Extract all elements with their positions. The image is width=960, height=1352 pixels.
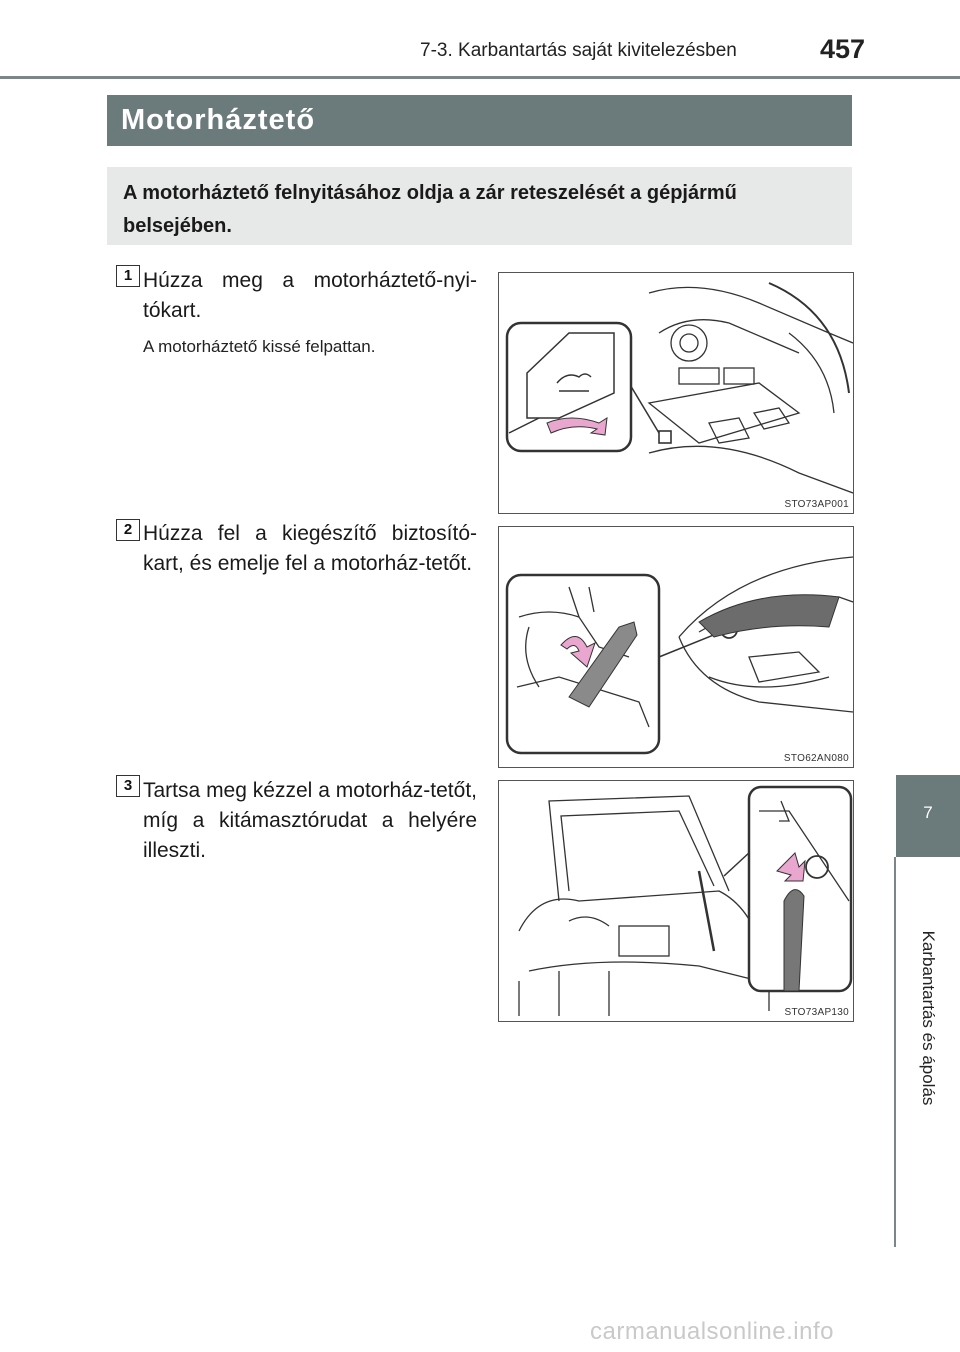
figure-code: STO73AP001 bbox=[784, 499, 849, 510]
chapter-number: 7 bbox=[923, 803, 933, 822]
step-number-badge: 2 bbox=[116, 519, 140, 541]
figure-code: STO73AP130 bbox=[784, 1007, 849, 1018]
step-number-badge: 3 bbox=[116, 775, 140, 797]
figure-code: STO62AN080 bbox=[783, 753, 849, 764]
support-rod-illustration bbox=[518, 785, 853, 1016]
step-text: Tartsa meg kézzel a motorház-tetőt, míg … bbox=[143, 779, 477, 862]
page-number: 457 bbox=[820, 34, 866, 64]
figure-support-rod: STO73AP130 bbox=[498, 780, 854, 1022]
secondary-latch-illustration bbox=[505, 556, 853, 755]
hood-release-illustration bbox=[505, 282, 853, 494]
section-title-bar: Motorháztető bbox=[107, 95, 852, 146]
chapter-tab: 7 bbox=[896, 775, 960, 857]
step-note: A motorháztető kissé felpattan. bbox=[143, 337, 376, 356]
intro-box: A motorháztető felnyitásához oldja a zár… bbox=[107, 167, 852, 245]
intro-text: A motorháztető felnyitásához oldja a zár… bbox=[123, 182, 737, 237]
step-number-badge: 1 bbox=[116, 265, 140, 287]
watermark: carmanualsonline.info bbox=[590, 1318, 834, 1345]
figure-hood-release-lever: STO73AP001 bbox=[498, 272, 854, 514]
side-divider bbox=[894, 857, 896, 1247]
step-text: Húzza fel a kiegészítő biztosító-kart, é… bbox=[143, 522, 477, 575]
section-title: Motorháztető bbox=[121, 104, 316, 136]
running-header: 7-3. Karbantartás saját kivitelezésben bbox=[420, 40, 737, 61]
step-text: Húzza meg a motorháztető-nyi-tókart. bbox=[143, 269, 477, 322]
header-divider bbox=[0, 76, 960, 79]
figure-secondary-latch: STO62AN080 bbox=[498, 526, 854, 768]
chapter-label: Karbantartás és ápolás bbox=[919, 930, 938, 1106]
